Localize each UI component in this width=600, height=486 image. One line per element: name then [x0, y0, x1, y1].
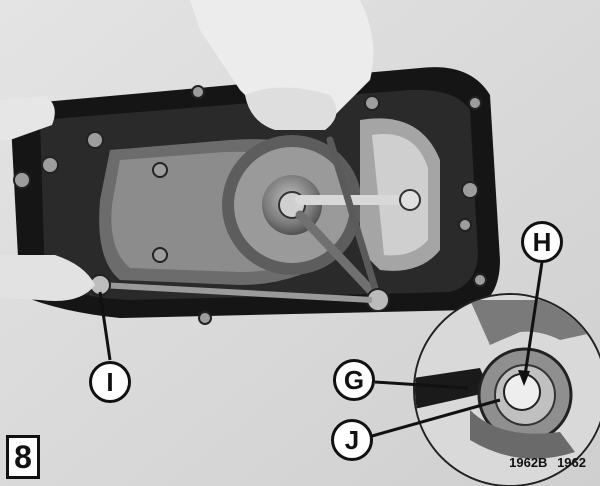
- figure-number: 8: [6, 435, 40, 479]
- figure-code-b: 1962: [557, 455, 586, 470]
- callout-j: J: [331, 419, 373, 461]
- callout-g: G: [333, 359, 375, 401]
- control-rod: [99, 282, 373, 303]
- left-hand: [0, 96, 55, 140]
- callout-h: H: [521, 221, 563, 263]
- figure-codes: 1962B 1962: [503, 455, 586, 470]
- figure-code-a: 1962B: [509, 455, 548, 470]
- callout-leaders: [98, 261, 544, 438]
- callout-i: I: [89, 361, 131, 403]
